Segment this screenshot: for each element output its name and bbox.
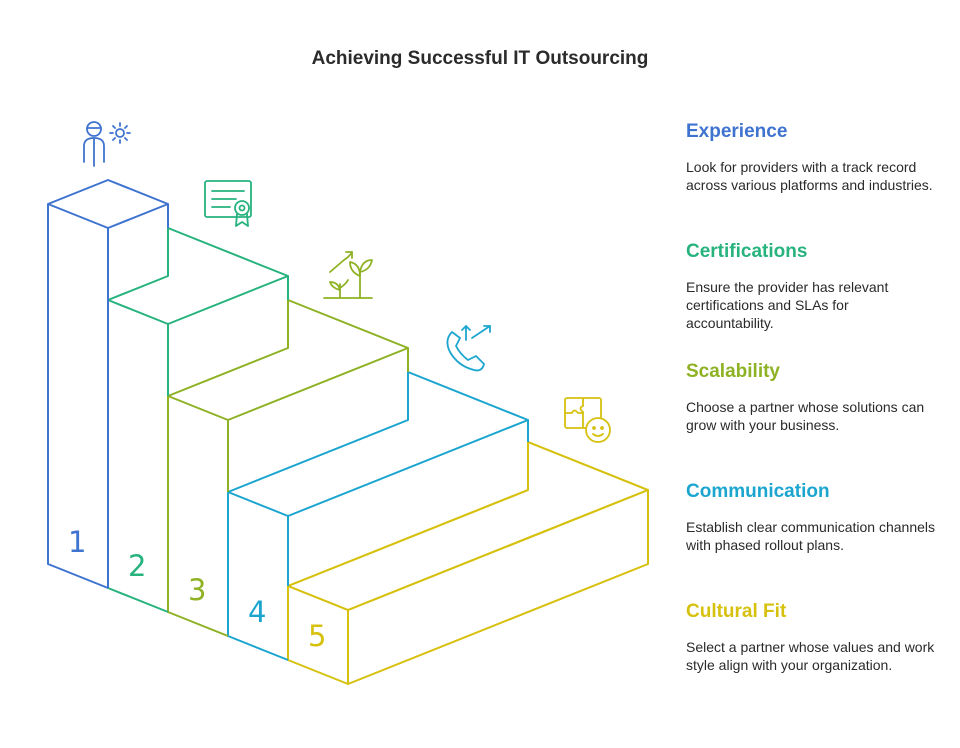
legend-description: Establish clear communication channels w…: [686, 519, 936, 553]
legend-title: Experience: [686, 121, 788, 142]
legend-item-scalability: Scalability Choose a partner whose solut…: [686, 360, 936, 434]
legend-item-cultural-fit: Cultural Fit Select a partner whose valu…: [686, 600, 936, 674]
legend-title: Certifications: [686, 241, 808, 262]
certificate-icon: [204, 180, 252, 227]
step-4-number: 4: [248, 595, 266, 629]
step-3-number: 3: [188, 573, 206, 607]
legend-item-experience: Experience Look for providers with a tra…: [686, 120, 936, 194]
step-5-number: 5: [308, 619, 326, 653]
legend-item-communication: Communication Establish clear communicat…: [686, 480, 936, 554]
step-5: [287, 441, 649, 685]
puzzle-face-icon: [564, 397, 611, 443]
legend-title: Scalability: [686, 361, 780, 382]
legend-description: Ensure the provider has relevant certifi…: [686, 279, 889, 331]
growing-plants-icon: [323, 251, 373, 299]
legend-title: Communication: [686, 481, 830, 502]
legend-description: Select a partner whose values and work s…: [686, 639, 935, 673]
legend-title: Cultural Fit: [686, 601, 787, 622]
phone-arrows-icon: [446, 325, 491, 372]
step-1-number: 1: [68, 525, 86, 559]
step-1: [47, 179, 169, 589]
legend-description: Choose a partner whose solutions can gro…: [686, 399, 925, 433]
legend-description: Look for providers with a track record a…: [686, 159, 933, 193]
page-title: Achieving Successful IT Outsourcing: [311, 48, 649, 69]
step-2-number: 2: [128, 549, 146, 583]
person-gear-icon: [83, 121, 131, 167]
legend-item-certifications: Certifications Ensure the provider has r…: [686, 240, 936, 332]
